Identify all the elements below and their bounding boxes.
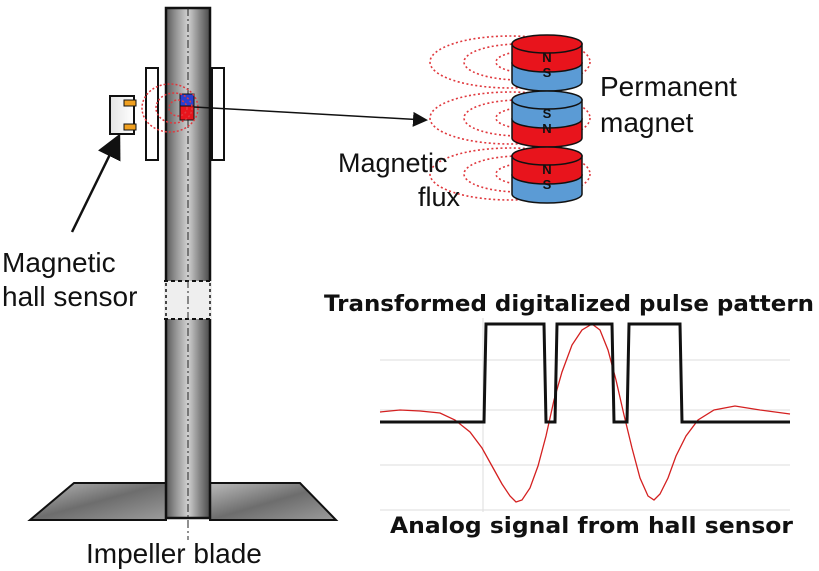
sensor-pointer-arrow (70, 133, 121, 233)
permanent-magnet-label-line2: magnet (600, 107, 694, 138)
magnetic-flux-label-line1: Magnetic (338, 148, 448, 178)
magnet-bottom-pole-label: S (543, 177, 552, 192)
magnet-top-pole-label: S (543, 106, 552, 121)
analog-signal-title: Analog signal from hall sensor (390, 514, 793, 539)
impeller-shaft (164, 6, 212, 540)
impeller-blade-label: Impeller blade (86, 538, 262, 569)
magnet-top-pole-label: N (542, 162, 551, 177)
analog-signal-line (379, 323, 791, 503)
magnet-bottom-pole-label: N (542, 121, 551, 136)
magnet-tier: SN (511, 90, 583, 148)
hall-sensor (109, 95, 137, 135)
magnet-bottom-pole-label: S (543, 65, 552, 80)
digital-pulse-title: Transformed digitalized pulse pattern (324, 292, 814, 317)
magnet-tier: NS (511, 146, 583, 204)
magnet-cap (511, 34, 583, 54)
magnet-cap (511, 146, 583, 166)
magnet-top-pole-label: N (542, 50, 551, 65)
hall-sensor-label-line1: Magnetic (2, 247, 116, 278)
digital-signal-line (380, 322, 790, 424)
permanent-magnet-label-line1: Permanent (600, 71, 737, 102)
sensor-flux-lines (141, 83, 199, 133)
hall-sensor-label-line2: hall sensor (2, 281, 137, 312)
magnet-cap (511, 90, 583, 110)
magnetic-flux-label-line2: flux (418, 182, 461, 212)
connector-arrow (193, 106, 428, 127)
magnet-tier: NS (511, 34, 583, 92)
signal-plot (379, 318, 791, 512)
